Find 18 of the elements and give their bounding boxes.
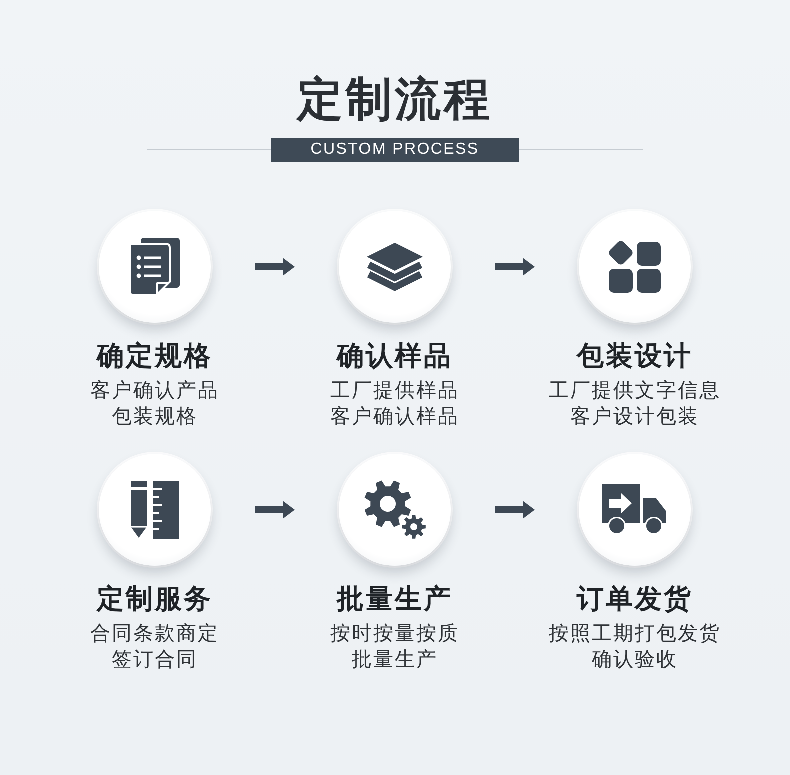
step-description: 工厂提供文字信息客户设计包装 bbox=[548, 377, 722, 429]
arrow bbox=[495, 501, 535, 519]
page-title: 定制流程 bbox=[297, 71, 493, 128]
step-description: 按时按量按质批量生产 bbox=[330, 620, 460, 672]
step-title: 包装设计 bbox=[577, 340, 693, 374]
step-description: 合同条款商定签订合同 bbox=[90, 620, 220, 672]
step-description: 按照工期打包发货确认验收 bbox=[548, 620, 722, 672]
step-description: 工厂提供样品客户确认样品 bbox=[330, 377, 460, 429]
step-title: 确定规格 bbox=[97, 340, 213, 374]
subtitle-banner: CUSTOM PROCESS bbox=[271, 138, 519, 162]
arrow bbox=[255, 258, 295, 276]
step-title: 批量生产 bbox=[337, 583, 453, 617]
step-description: 客户确认产品包装规格 bbox=[90, 377, 220, 429]
arrow bbox=[495, 258, 535, 276]
arrow bbox=[255, 501, 295, 519]
step-title: 确认样品 bbox=[337, 340, 453, 374]
step-title: 订单发货 bbox=[577, 583, 693, 617]
step-title: 定制服务 bbox=[97, 583, 213, 617]
